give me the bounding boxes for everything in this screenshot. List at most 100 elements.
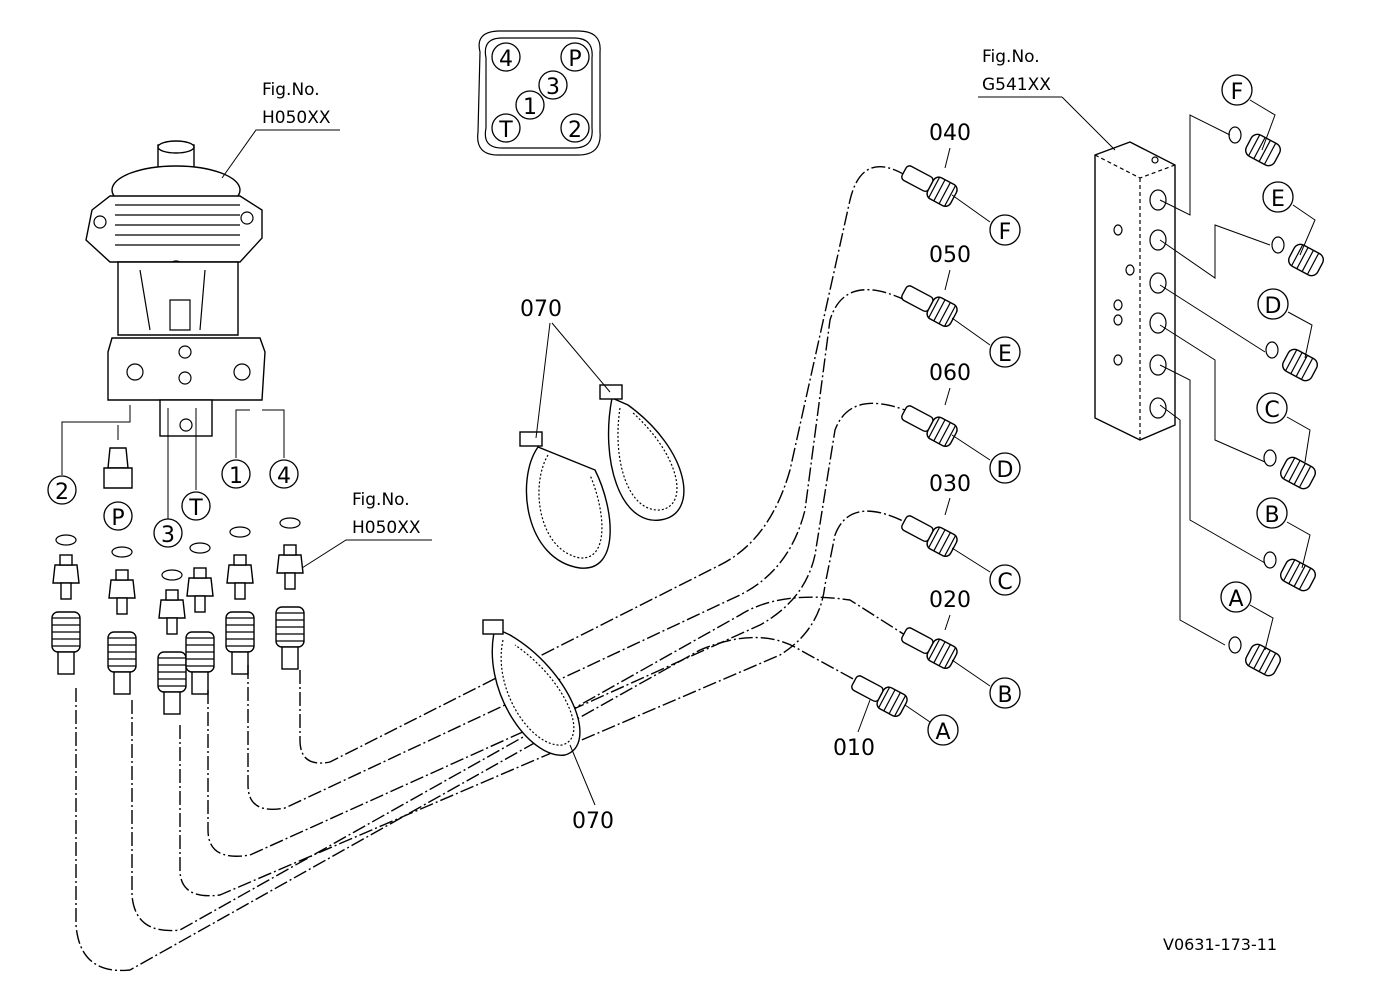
hose-tag-label: B (997, 683, 1012, 708)
fig-ref-line1: Fig.No. (982, 47, 1040, 67)
manifold-fitting (1280, 558, 1316, 592)
manifold-fitting-nut (1280, 456, 1316, 490)
port-map-p: P (560, 42, 590, 72)
manifold-side-hole (1113, 224, 1123, 236)
fitting-ridge (1306, 252, 1320, 275)
part-leaders (857, 147, 951, 733)
adapter (226, 564, 254, 584)
cable-ties-upper (519, 384, 685, 569)
hose-end (901, 627, 958, 670)
hose-stub (191, 671, 209, 695)
adapter-nipple (59, 554, 73, 566)
nut-ridge (927, 176, 941, 199)
fitting-ridge (1258, 650, 1271, 672)
manifold-fitting-nut (1288, 243, 1324, 277)
nut-ridge (933, 529, 946, 552)
p-port-adapter (103, 447, 133, 489)
hose-tag-label: F (999, 220, 1012, 245)
fig-ref-top-right: Fig.No. G541XX (978, 47, 1116, 151)
valve-fittings (51, 517, 305, 715)
adapter (108, 579, 136, 599)
washer (279, 517, 301, 529)
fitting-ridge (1248, 644, 1261, 667)
manifold-fitting-nut (1245, 133, 1281, 167)
fitting-ridge (1291, 244, 1304, 267)
hose-f (299, 166, 906, 764)
part-010: 010 (833, 736, 875, 761)
hose-tag-e: E (989, 336, 1021, 368)
valve-port-labels: 2 P 3 T 1 4 (47, 459, 299, 548)
hose-tag-label: C (997, 570, 1012, 595)
port-map-3: 3 (538, 70, 568, 100)
manifold-washer (1228, 126, 1242, 144)
hose-end (901, 285, 958, 328)
manifold-tag-label: F (1231, 80, 1244, 105)
part-020: 020 (929, 588, 971, 613)
washer (111, 546, 133, 558)
nut-ridge (927, 416, 941, 439)
adapter (276, 554, 304, 574)
port-map-label: T (498, 118, 513, 143)
manifold-tag-d: D (1257, 288, 1289, 320)
adapter-nipple (233, 554, 247, 566)
fitting-ridge (1296, 247, 1309, 269)
adapter-stem (166, 617, 178, 635)
hose-tag-b: B (989, 677, 1021, 709)
fitting-ridge (1290, 352, 1303, 374)
adapter-nipple (115, 569, 129, 581)
hose-end (851, 675, 908, 718)
port-map: 4 P 3 1 T 2 (477, 30, 601, 156)
manifold-tag-f: F (1221, 74, 1253, 106)
clamp-070-upper: 070 (520, 297, 562, 322)
valve-port-label: P (111, 506, 124, 531)
manifold-fitting (1282, 348, 1318, 382)
adapter-nipple (283, 544, 297, 556)
port-map-label: 4 (499, 47, 513, 72)
adapter-nipple (165, 589, 179, 601)
fig-ref-line1: Fig.No. (262, 80, 320, 100)
nut-ridge (888, 692, 901, 715)
hose-stub (163, 691, 181, 715)
fitting-ridge (1283, 559, 1296, 582)
fitting-ridge (1263, 142, 1277, 165)
fitting-ridge (1258, 140, 1271, 162)
nut-ridge (943, 305, 957, 327)
nut-ridge (927, 296, 941, 319)
adapter-nipple (193, 567, 207, 579)
nut-ridge (943, 425, 957, 447)
nut-ridge (943, 535, 957, 557)
port-map-label: 2 (568, 118, 582, 143)
adapter-stem (194, 595, 206, 613)
fitting-ridge (1300, 357, 1314, 380)
adapter (186, 577, 214, 597)
valve-port-label: 2 (55, 480, 69, 505)
port-map-2: 2 (560, 113, 590, 143)
hose-tag-f: F (989, 214, 1021, 246)
hose-tag-d: D (989, 452, 1021, 484)
nut-ridge (943, 185, 957, 207)
manifold-port-hole (1149, 397, 1167, 419)
fig-ref-top-left: Fig.No. H050XX (221, 80, 340, 179)
fitting-ridge (1288, 460, 1301, 482)
adapter-stem (60, 582, 72, 600)
hose-tag-label: A (935, 720, 950, 745)
adapter-stem (234, 582, 246, 600)
adapter-stem (116, 597, 128, 615)
manifold-tag-b: B (1256, 497, 1288, 529)
manifold-tag-c: C (1256, 392, 1288, 424)
figure-id: V0631-173-11 (1163, 935, 1277, 954)
hose-ends (851, 165, 958, 718)
adapter (52, 564, 80, 584)
nut-ridge (938, 302, 951, 325)
manifold-tag-e: E (1262, 181, 1294, 213)
manifold-fittings (1228, 126, 1324, 677)
nut-ridge (933, 641, 946, 664)
hose-stub (281, 646, 299, 670)
hose-tag-label: D (997, 458, 1014, 483)
nut-ridge (933, 299, 946, 322)
hose-a (75, 636, 856, 972)
fitting-ridge (1248, 134, 1261, 157)
washer (229, 526, 251, 538)
hose-tag-label: E (998, 342, 1012, 367)
manifold-ports (1113, 189, 1167, 419)
